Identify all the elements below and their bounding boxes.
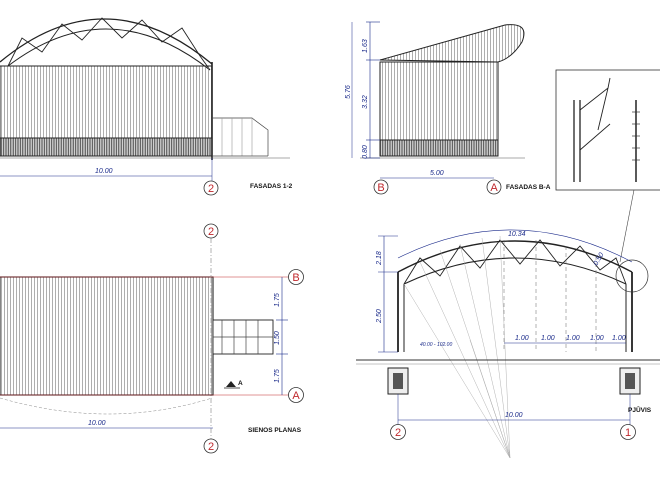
bay-2: 1.00 — [541, 335, 555, 342]
axis-2-plan-top: 2 — [208, 226, 214, 238]
rise-dim: 2.18 — [376, 251, 383, 266]
ba-h3: 3.32 — [362, 95, 369, 109]
facade-width-dim: 10.00 — [95, 168, 113, 175]
section-width-dim: 10.00 — [505, 412, 523, 419]
cross-section: 10.34 — [356, 229, 660, 459]
title-section: PJŪVIS — [628, 406, 652, 414]
title-facade-b-a: FASADAS B-A — [506, 184, 551, 191]
title-wall-plan: SIENOS PLANAS — [248, 427, 302, 434]
axis-b-top: B — [377, 182, 384, 194]
truss-detail — [555, 69, 660, 263]
bay-4: 1.00 — [590, 335, 604, 342]
arc-length-dim: 10.34 — [508, 231, 526, 238]
axis-2-section: 2 — [395, 427, 401, 439]
bay-5: 1.00 — [612, 335, 626, 342]
ba-h2: 5.76 — [345, 85, 352, 99]
axis-2-plan-bottom: 2 — [208, 441, 214, 453]
plan-width-dim: 10.00 — [88, 420, 106, 427]
axis-1-section: 1 — [625, 427, 631, 439]
bay-1: 1.00 — [515, 335, 529, 342]
plan-d3: 1.75 — [274, 369, 281, 383]
axis-b-plan: B — [292, 272, 299, 284]
ba-h4: 0.80 — [362, 145, 369, 159]
axis-a-plan: A — [292, 390, 300, 402]
wall-plan: 2 1.75 1.50 1.75 B A A 10.00 — [0, 223, 304, 454]
plan-d1: 1.75 — [274, 293, 281, 307]
title-facade-1-2: FASADAS 1-2 — [250, 183, 293, 190]
axis-2-top-left: 2 — [208, 183, 214, 195]
column-height-dim: 2.50 — [376, 309, 383, 324]
plan-section-mark: A — [238, 380, 243, 387]
facade-1-2: 10.00 2 FASADAS 1-2 — [0, 17, 293, 196]
ba-h1: 1.63 — [362, 39, 369, 53]
bay-3: 1.00 — [566, 335, 580, 342]
facade-b-a: 1.63 5.76 3.32 0.80 5.00 B A FASADAS B-A — [345, 21, 551, 195]
small-label: 40.00 - 102.00 — [420, 342, 452, 348]
axis-a-top: A — [490, 182, 498, 194]
plan-d2: 1.50 — [274, 331, 281, 345]
ba-width-dim: 5.00 — [430, 170, 444, 177]
